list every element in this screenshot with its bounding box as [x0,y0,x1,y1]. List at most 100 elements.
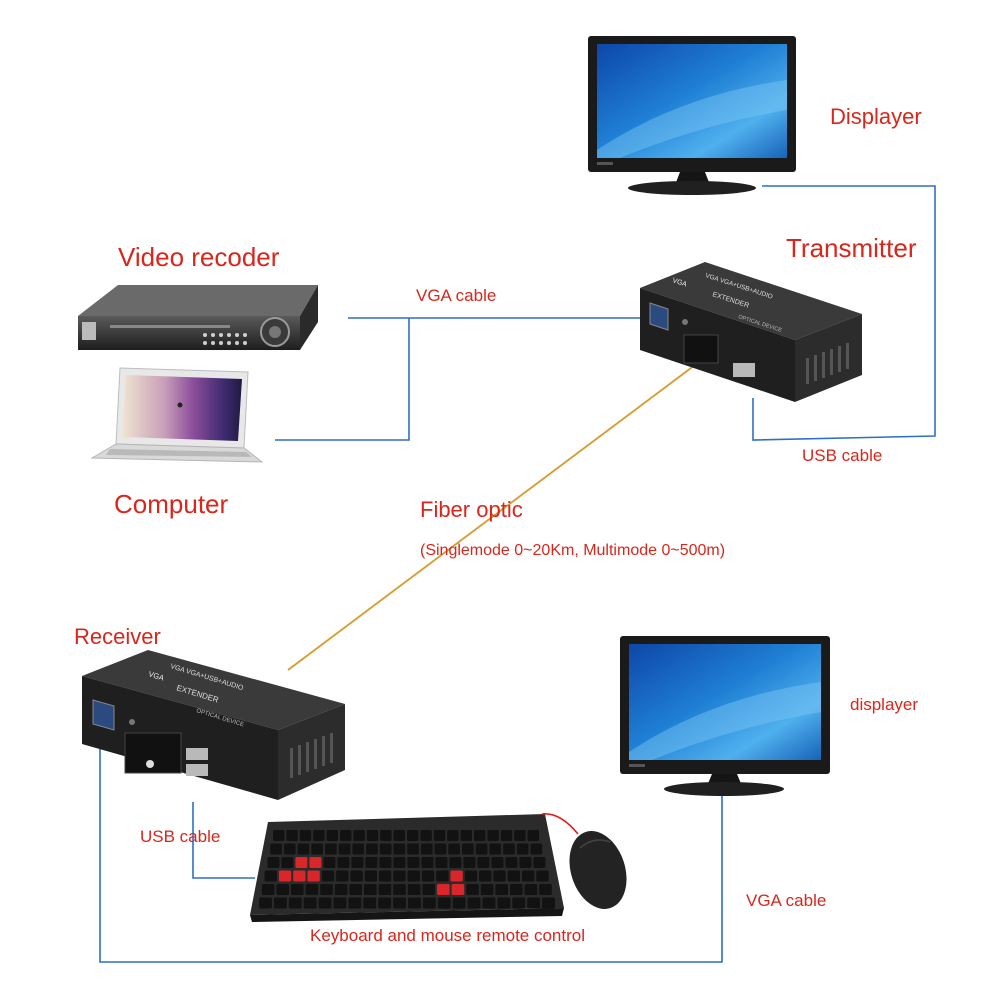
keyboard-key [311,843,323,855]
usb-cable-bottom [192,802,255,879]
computer-laptop [90,367,264,463]
keyboard-key [464,870,478,882]
keyboard-key [407,857,420,868]
keyboard-key [500,830,513,841]
keyboard-key [278,870,292,882]
keyboard-key [482,897,496,909]
keyboard-key [393,884,406,895]
keyboard-key [407,870,420,882]
keyboard-key [527,830,539,841]
keyboard-key [380,830,392,841]
keyboard-key [450,870,463,882]
monitor-top [588,36,796,195]
keyboard-key [270,843,282,855]
keyboard-key [510,884,523,895]
keyboard-key [522,870,535,882]
video-recorder [78,285,318,350]
keyboard-key [273,830,285,841]
keyboard-key [325,843,337,855]
keyboard-key [276,884,289,895]
keyboard-key [463,857,476,868]
keyboard-key [378,897,392,909]
fiber-optic-label: Fiber optic [420,497,523,522]
keyboard-key [379,857,392,868]
keyboard-key [407,884,421,895]
fiber-spec-label: (Singlemode 0~20Km, Multimode 0~500m) [420,542,726,559]
keyboard-key [477,857,490,868]
displayer-bottom-label: displayer [850,695,919,714]
keyboard-key [393,843,406,855]
keyboard-key [283,843,296,855]
keyboard-key [475,843,488,855]
keyboard-key [352,843,365,855]
keyboard-key [524,884,538,895]
keyboard-key [437,897,451,909]
keyboard-key [318,897,332,909]
keyboard-key [493,870,506,882]
keyboard-key [348,897,362,909]
keyboard-key [291,884,304,895]
keyboard-key [516,843,529,855]
keyboard-key [512,897,526,909]
keyboard-key [480,884,494,895]
keyboard-key [309,857,322,868]
keyboard-key [422,884,435,895]
keyboard-key [365,857,378,868]
keyboard-key [313,830,325,841]
receiver-device: VGA VGA VGA+USB+AUDIO EXTENDER OPTICAL D… [82,650,345,800]
cables [99,185,936,963]
keyboard-key [451,884,465,895]
keyboard-key [452,897,466,909]
keyboard-key [334,884,348,895]
keyboard-key [353,830,365,841]
keyboard-key [364,884,377,895]
keyboard-key [536,870,549,882]
keyboard-key [393,857,406,868]
keyboard-key [436,870,449,882]
usb-cable-top [752,185,936,441]
keyboard-key [321,870,335,882]
keyboard-key [447,830,459,841]
keyboard-key [264,870,277,882]
keyboard-key [295,857,308,868]
keyboard-key [366,843,378,855]
keyboard-key [320,884,333,895]
keyboard-key [466,884,479,895]
keyboard-key [420,830,432,841]
keyboard-key [299,830,312,841]
receiver-top-text: VGA [147,669,165,682]
keyboard-key [378,884,392,895]
keyboard-key [288,897,302,909]
keyboard-key [261,884,275,895]
keyboard-key [497,897,511,909]
keyboard-key [363,897,377,909]
keyboard-key [491,857,504,868]
keyboard-key [507,870,520,882]
video-recorder-label: Video recoder [118,242,280,272]
keyboard-key [435,857,448,868]
mouse [541,813,627,909]
keyboard-key [420,843,433,855]
keyboard-key [421,870,435,882]
keyboard-key [336,870,349,882]
keyboard-key [267,857,280,868]
keyboard-key [487,830,499,841]
keyboard-key [422,897,436,909]
keyboard-key [462,843,474,855]
keyboard-key [297,843,310,855]
usb-cable-top-label: USB cable [802,446,883,465]
transmitter-label: Transmitter [786,233,917,263]
keyboard-key [519,857,532,868]
keyboard-key [307,870,320,882]
keyboard-key [530,843,543,855]
computer-label: Computer [114,489,229,519]
keyboard-key [449,857,462,868]
transmitter-top-text: VGA [671,277,688,288]
keyboard-key [503,843,515,855]
keyboard-key [259,897,272,909]
keyboard-key [305,884,319,895]
keyboard-key [489,843,502,855]
keyboard-key [338,843,351,855]
